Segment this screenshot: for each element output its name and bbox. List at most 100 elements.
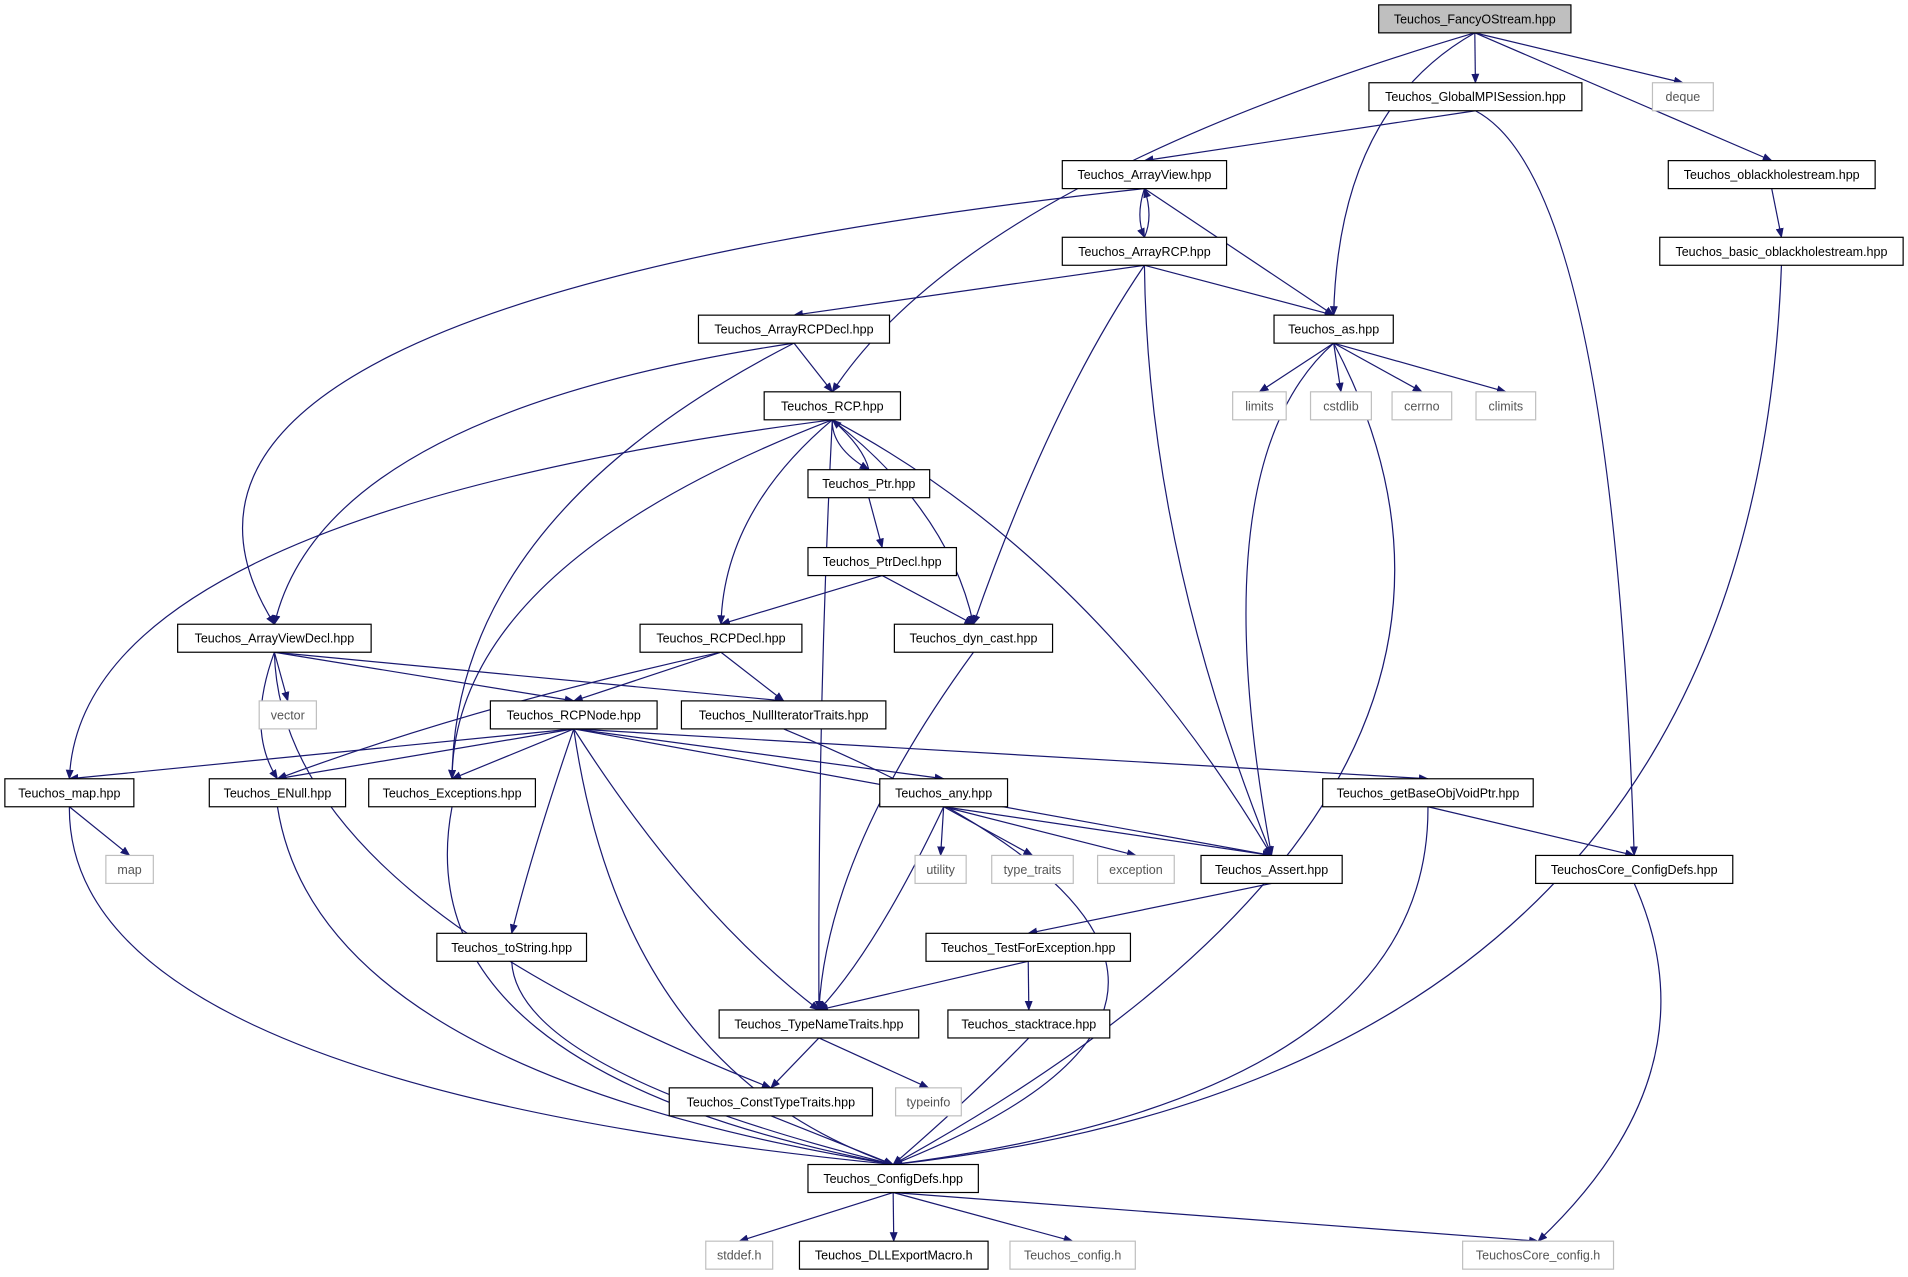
node-map_h[interactable]: Teuchos_map.hpp [4,778,135,808]
node-as[interactable]: Teuchos_as.hpp [1273,314,1394,344]
edge-ptr-to-ptrdecl [868,497,884,549]
node-typenametraits[interactable]: Teuchos_TypeNameTraits.hpp [718,1009,920,1039]
edge-assert-to-testforexc [1027,882,1272,936]
edge-stacktrace-to-configdefs [892,1037,1030,1166]
edge-getbase-to-configdefs [892,806,1429,1168]
node-testforexc[interactable]: Teuchos_TestForException.hpp [925,932,1132,962]
edge-line [1143,265,1273,857]
node-arrayrcpdecl[interactable]: Teuchos_ArrayRCPDecl.hpp [697,314,891,344]
node-fancy[interactable]: Teuchos_FancyOStream.hpp [1378,4,1572,34]
node-label: Teuchos_dyn_cast.hpp [910,632,1038,646]
node-arrayrcp[interactable]: Teuchos_ArrayRCP.hpp [1061,236,1228,266]
node-label: Teuchos_Ptr.hpp [822,477,915,491]
node-box [1391,391,1453,421]
edge-line [770,1115,895,1166]
node-typeinfo: typeinfo [894,1087,962,1117]
edge-ptr-to-rcp [831,419,870,470]
node-arrayview[interactable]: Teuchos_ArrayView.hpp [1061,160,1228,190]
edge-any-to-assert [943,806,1273,859]
node-box [1273,314,1394,344]
edge-arrayviewdecl-to-nulliter [274,651,785,705]
edge-rcp-to-exceptions [448,419,833,780]
node-label: Teuchos_ConstTypeTraits.hpp [687,1095,855,1109]
node-label: stddef.h [717,1249,762,1263]
edge-line [272,342,795,626]
node-box [4,778,135,808]
edge-globalmpi-to-arrayview [1143,110,1476,164]
node-arrayviewdecl[interactable]: Teuchos_ArrayViewDecl.hpp [177,623,372,653]
node-enull[interactable]: Teuchos_ENull.hpp [208,778,347,808]
edge-line [276,651,722,780]
edge-line [68,806,131,857]
node-box [1659,236,1904,266]
edge-basicoblack-to-configdefs [892,265,1783,1168]
edge-exceptions-to-configdefs [446,806,895,1167]
node-stacktrace[interactable]: Teuchos_stacktrace.hpp [947,1009,1111,1039]
edge-line [893,1191,1074,1243]
edge-line [792,264,1145,318]
node-basicoblack[interactable]: Teuchos_basic_oblackholestream.hpp [1659,236,1904,266]
node-coreconfigdefs[interactable]: TeuchosCore_ConfigDefs.hpp [1535,854,1734,885]
node-globalmpi[interactable]: Teuchos_GlobalMPISession.hpp [1368,82,1583,112]
node-dyncast[interactable]: Teuchos_dyn_cast.hpp [893,623,1054,653]
edge-line [889,1192,898,1243]
edge-line [573,728,820,1011]
node-box [1009,1240,1136,1270]
edge-map_h-to-configdefs [68,806,895,1168]
edge-line [831,419,870,470]
node-exceptions[interactable]: Teuchos_Exceptions.hpp [368,778,537,808]
edge-as-to-cstdlib [1333,343,1344,393]
node-label: Teuchos_stacktrace.hpp [961,1017,1096,1031]
node-nulliter[interactable]: Teuchos_NullIteratorTraits.hpp [680,700,887,730]
node-configdefs[interactable]: Teuchos_ConfigDefs.hpp [807,1163,979,1194]
node-ptr[interactable]: Teuchos_Ptr.hpp [807,469,931,499]
edge-rcpnode-to-configdefs [573,728,895,1166]
node-box [1322,778,1534,808]
node-ptrdecl[interactable]: Teuchos_PtrDecl.hpp [807,546,958,577]
edge-line [1137,188,1146,239]
node-any[interactable]: Teuchos_any.hpp [879,778,1009,808]
edge-line [1771,188,1784,239]
node-box [1309,391,1372,421]
edge-arrayrcp-to-arrayview [1143,187,1152,238]
edge-line [448,342,795,780]
node-box [1651,82,1714,112]
edge-rcpdecl-to-nulliter [720,651,785,702]
node-tostring[interactable]: Teuchos_toString.hpp [436,932,588,962]
edge-line [1024,961,1033,1011]
node-box [668,1087,874,1117]
node-box [258,700,317,730]
node-label: Teuchos_any.hpp [895,786,992,800]
edge-as-to-configdefs [892,342,1396,1166]
edge-line [1027,882,1272,936]
node-label: Teuchos_NullIteratorTraits.hpp [699,708,869,722]
node-box [879,778,1009,808]
node-assert[interactable]: Teuchos_Assert.hpp [1200,854,1343,885]
node-rcpnode[interactable]: Teuchos_RCPNode.hpp [489,700,658,730]
node-box [436,932,588,962]
node-exception: exception [1096,854,1175,885]
edge-consttypetraits-to-configdefs [770,1115,895,1166]
node-box [177,623,372,653]
node-oblack[interactable]: Teuchos_oblackholestream.hpp [1667,160,1876,190]
node-getbase[interactable]: Teuchos_getBaseObjVoidPtr.hpp [1322,778,1534,808]
edge-coreconfigdefs-to-coreconfig [1537,883,1662,1242]
node-label: deque [1666,90,1701,104]
edge-line [509,728,575,935]
node-box [489,700,658,730]
node-consttypetraits[interactable]: Teuchos_ConstTypeTraits.hpp [668,1087,874,1117]
node-dllexport[interactable]: Teuchos_DLLExportMacro.h [798,1240,989,1270]
node-rcpdecl[interactable]: Teuchos_RCPDecl.hpp [639,623,803,653]
node-box [1462,1240,1615,1270]
node-label: Teuchos_TestForException.hpp [941,941,1115,955]
node-label: Teuchos_as.hpp [1288,323,1379,337]
edge-rcpdecl-to-enull [276,651,722,780]
edge-line [793,342,833,393]
node-cerrno: cerrno [1391,391,1453,421]
node-label: Teuchos_oblackholestream.hpp [1684,168,1860,182]
node-label: Teuchos_RCP.hpp [781,399,884,413]
edge-arrayview-to-arrayrcp [1137,188,1146,239]
node-rcp[interactable]: Teuchos_RCP.hpp [763,391,902,421]
edge-rcpnode-to-tostring [509,728,575,935]
edge-any-to-typenametraits [818,806,945,1011]
